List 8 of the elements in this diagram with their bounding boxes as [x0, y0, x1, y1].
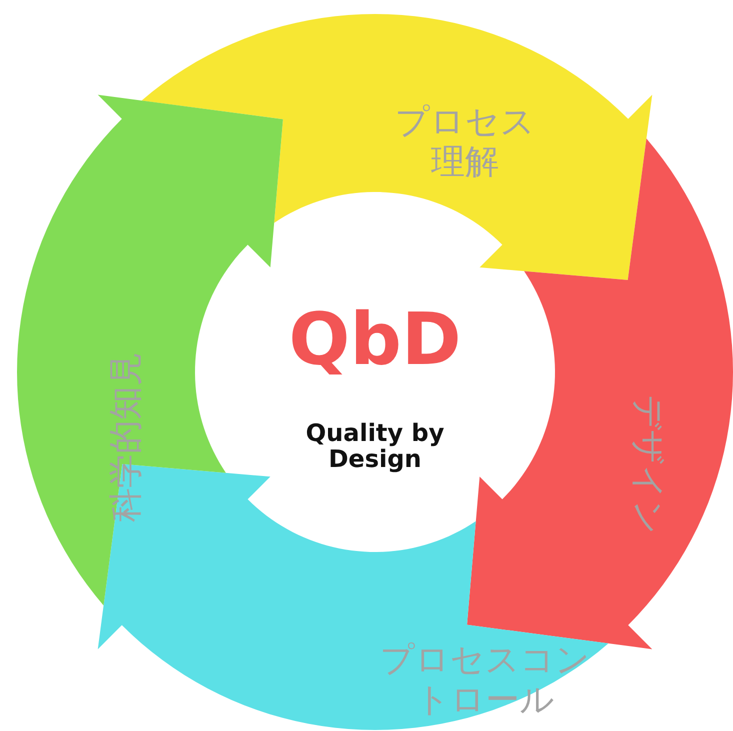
segment-label: プロセス理解 — [394, 102, 536, 182]
segment-label: デザイン — [628, 395, 668, 535]
arrow-segment — [17, 94, 283, 606]
center-title: QbD — [288, 300, 462, 380]
subtitle: Quality by Design — [304, 420, 446, 472]
arrow-segment — [141, 14, 653, 280]
segment-label: プロセスコントロール — [379, 640, 591, 720]
segment-label: 科学的知見 — [106, 352, 146, 522]
